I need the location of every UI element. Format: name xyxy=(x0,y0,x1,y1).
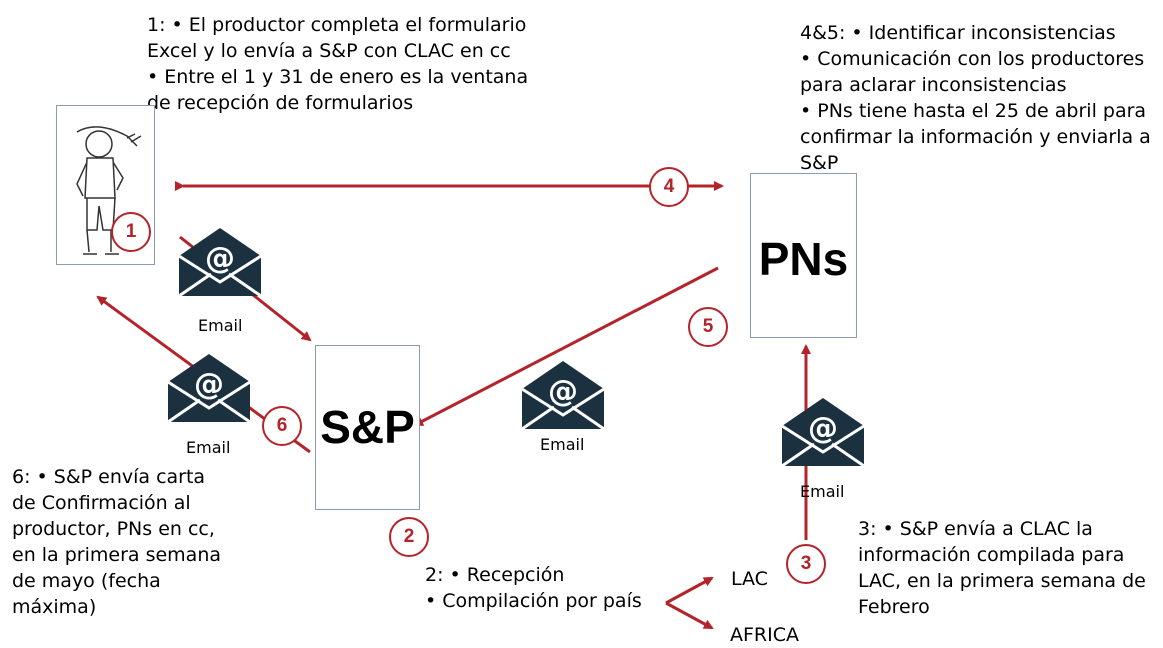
pns-label: PNs xyxy=(758,233,849,285)
svg-text:@: @ xyxy=(205,241,235,276)
svg-text:@: @ xyxy=(808,411,838,446)
producer-figure-icon xyxy=(76,126,142,255)
badge-step-1: 1 xyxy=(111,212,151,252)
email-label: Email xyxy=(540,435,585,454)
note-step-2: 2: • Recepción • Compilación por país xyxy=(425,564,642,612)
email-envelope-5: @ Email xyxy=(518,359,608,454)
note-step-3: 3: • S&P envía a CLAC la información com… xyxy=(858,518,1146,618)
email-icon: @ xyxy=(781,398,865,468)
note-step-4-5: 4&5: • Identificar inconsistencias • Com… xyxy=(800,22,1151,174)
arrow-5-to-sp xyxy=(413,266,719,427)
svg-text:@: @ xyxy=(194,367,224,402)
email-label: Email xyxy=(198,316,243,335)
svg-text:@: @ xyxy=(548,374,578,409)
arrow-2-to-africa xyxy=(665,601,714,630)
arrow-2-to-lac xyxy=(665,576,714,605)
email-envelope-3: @ Email xyxy=(778,396,868,501)
badge-step-5: 5 xyxy=(688,307,728,347)
badge-step-4: 4 xyxy=(649,167,689,207)
email-icon: @ xyxy=(167,354,251,424)
region-lac: LAC xyxy=(731,568,768,590)
email-envelope-6: @ Email xyxy=(164,352,254,457)
region-africa: AFRICA xyxy=(730,624,799,646)
sp-label: S&P xyxy=(320,401,415,453)
email-envelope-1: @ Email xyxy=(175,226,265,335)
pns-box xyxy=(750,173,857,338)
email-label: Email xyxy=(186,438,231,457)
email-label: Email xyxy=(800,482,845,501)
note-step-1: 1: • El productor completa el formulario… xyxy=(147,14,529,114)
badge-step-3: 3 xyxy=(786,544,826,584)
badge-step-6: 6 xyxy=(262,406,302,446)
sp-box xyxy=(315,345,420,510)
badge-step-2: 2 xyxy=(389,517,429,557)
note-step-6: 6: • S&P envía carta de Confirmación al … xyxy=(12,466,221,618)
email-icon: @ xyxy=(521,361,605,431)
email-icon: @ xyxy=(178,228,262,298)
